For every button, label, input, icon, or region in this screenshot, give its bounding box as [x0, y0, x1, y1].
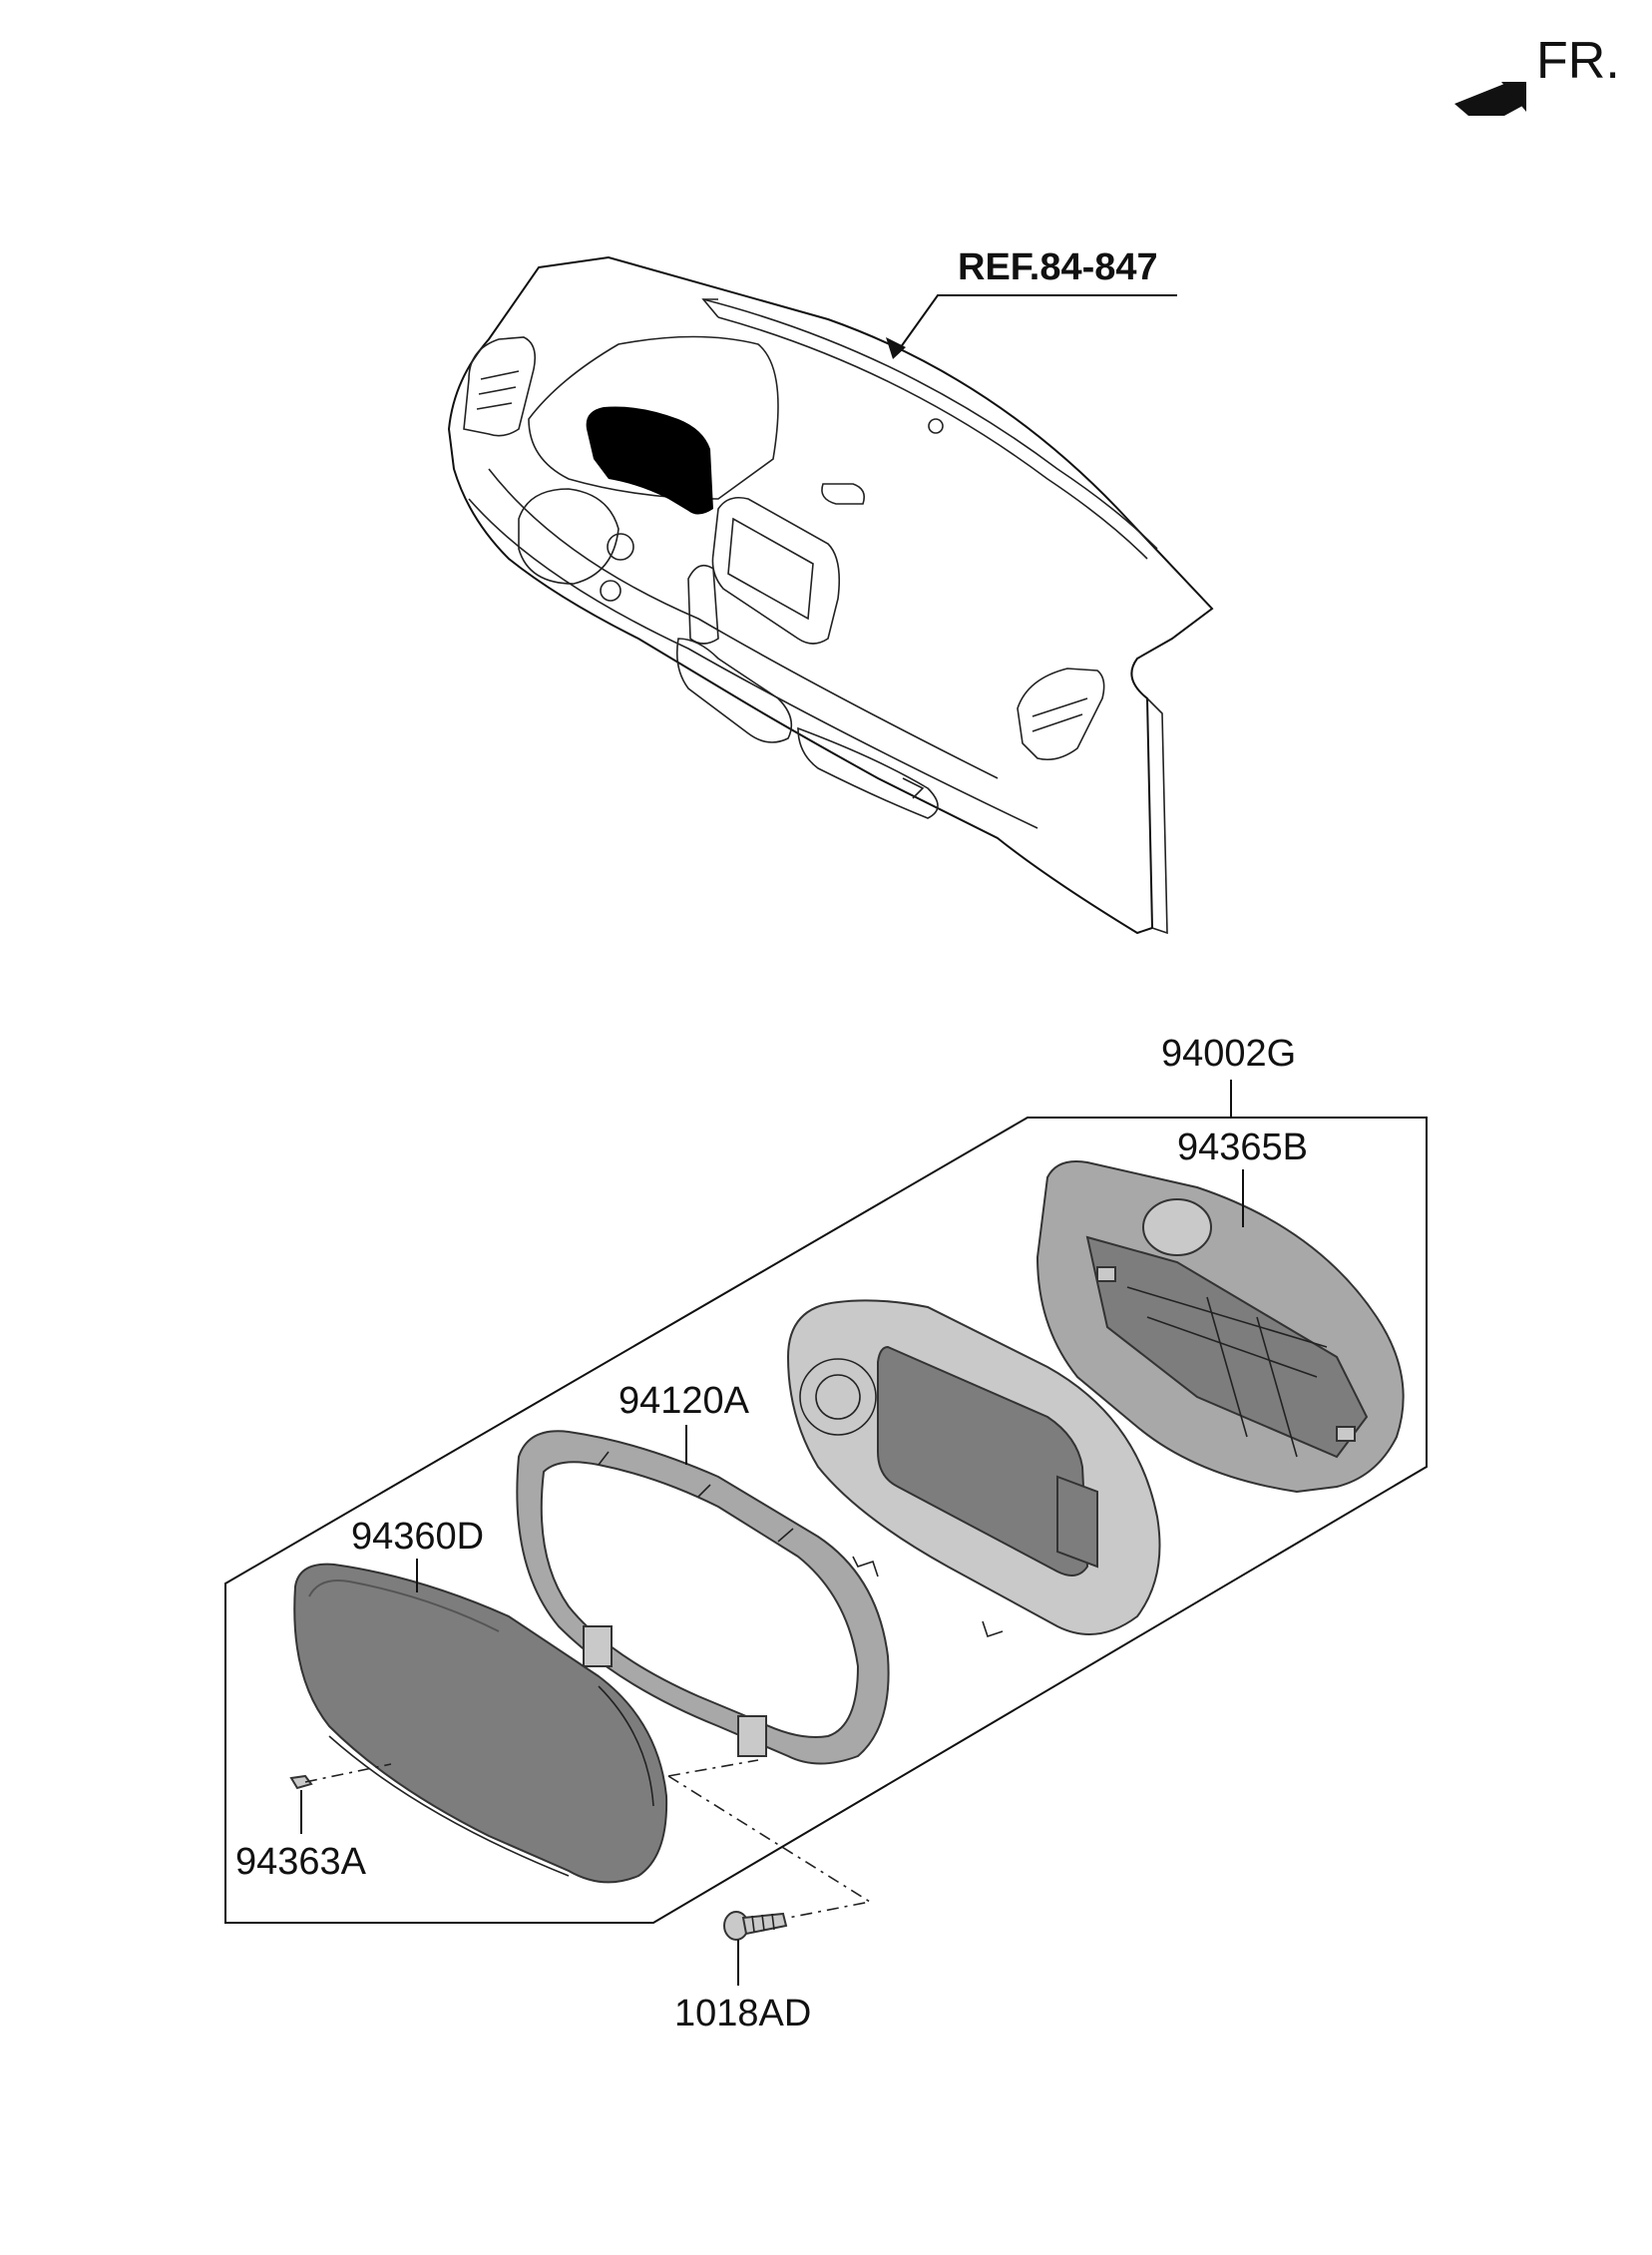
lcd-cluster: [786, 1299, 1161, 1638]
rear-case-94365B: [1035, 1160, 1405, 1494]
dashboard-illustration: [447, 255, 1214, 935]
part-label-94360D: 94360D: [351, 1516, 484, 1558]
mask-bezel-94120A: [516, 1430, 890, 1765]
glass-window-94360D: [293, 1563, 668, 1884]
highlighted-cluster: [586, 406, 713, 515]
front-direction-label: FR.: [1536, 32, 1620, 90]
reference-label: REF.84-847: [958, 246, 1158, 288]
assembly-outline: [224, 1117, 1428, 1924]
screw-1018AD: [723, 1911, 788, 1941]
front-arrow-icon: [1454, 82, 1526, 116]
part-label-94002G: 94002G: [1161, 1033, 1296, 1075]
part-label-94120A: 94120A: [619, 1380, 750, 1422]
clip-94363A: [289, 1774, 313, 1790]
part-label-94363A: 94363A: [235, 1841, 367, 1883]
part-label-94365B: 94365B: [1177, 1127, 1308, 1168]
part-label-1018AD: 1018AD: [674, 1993, 811, 2034]
